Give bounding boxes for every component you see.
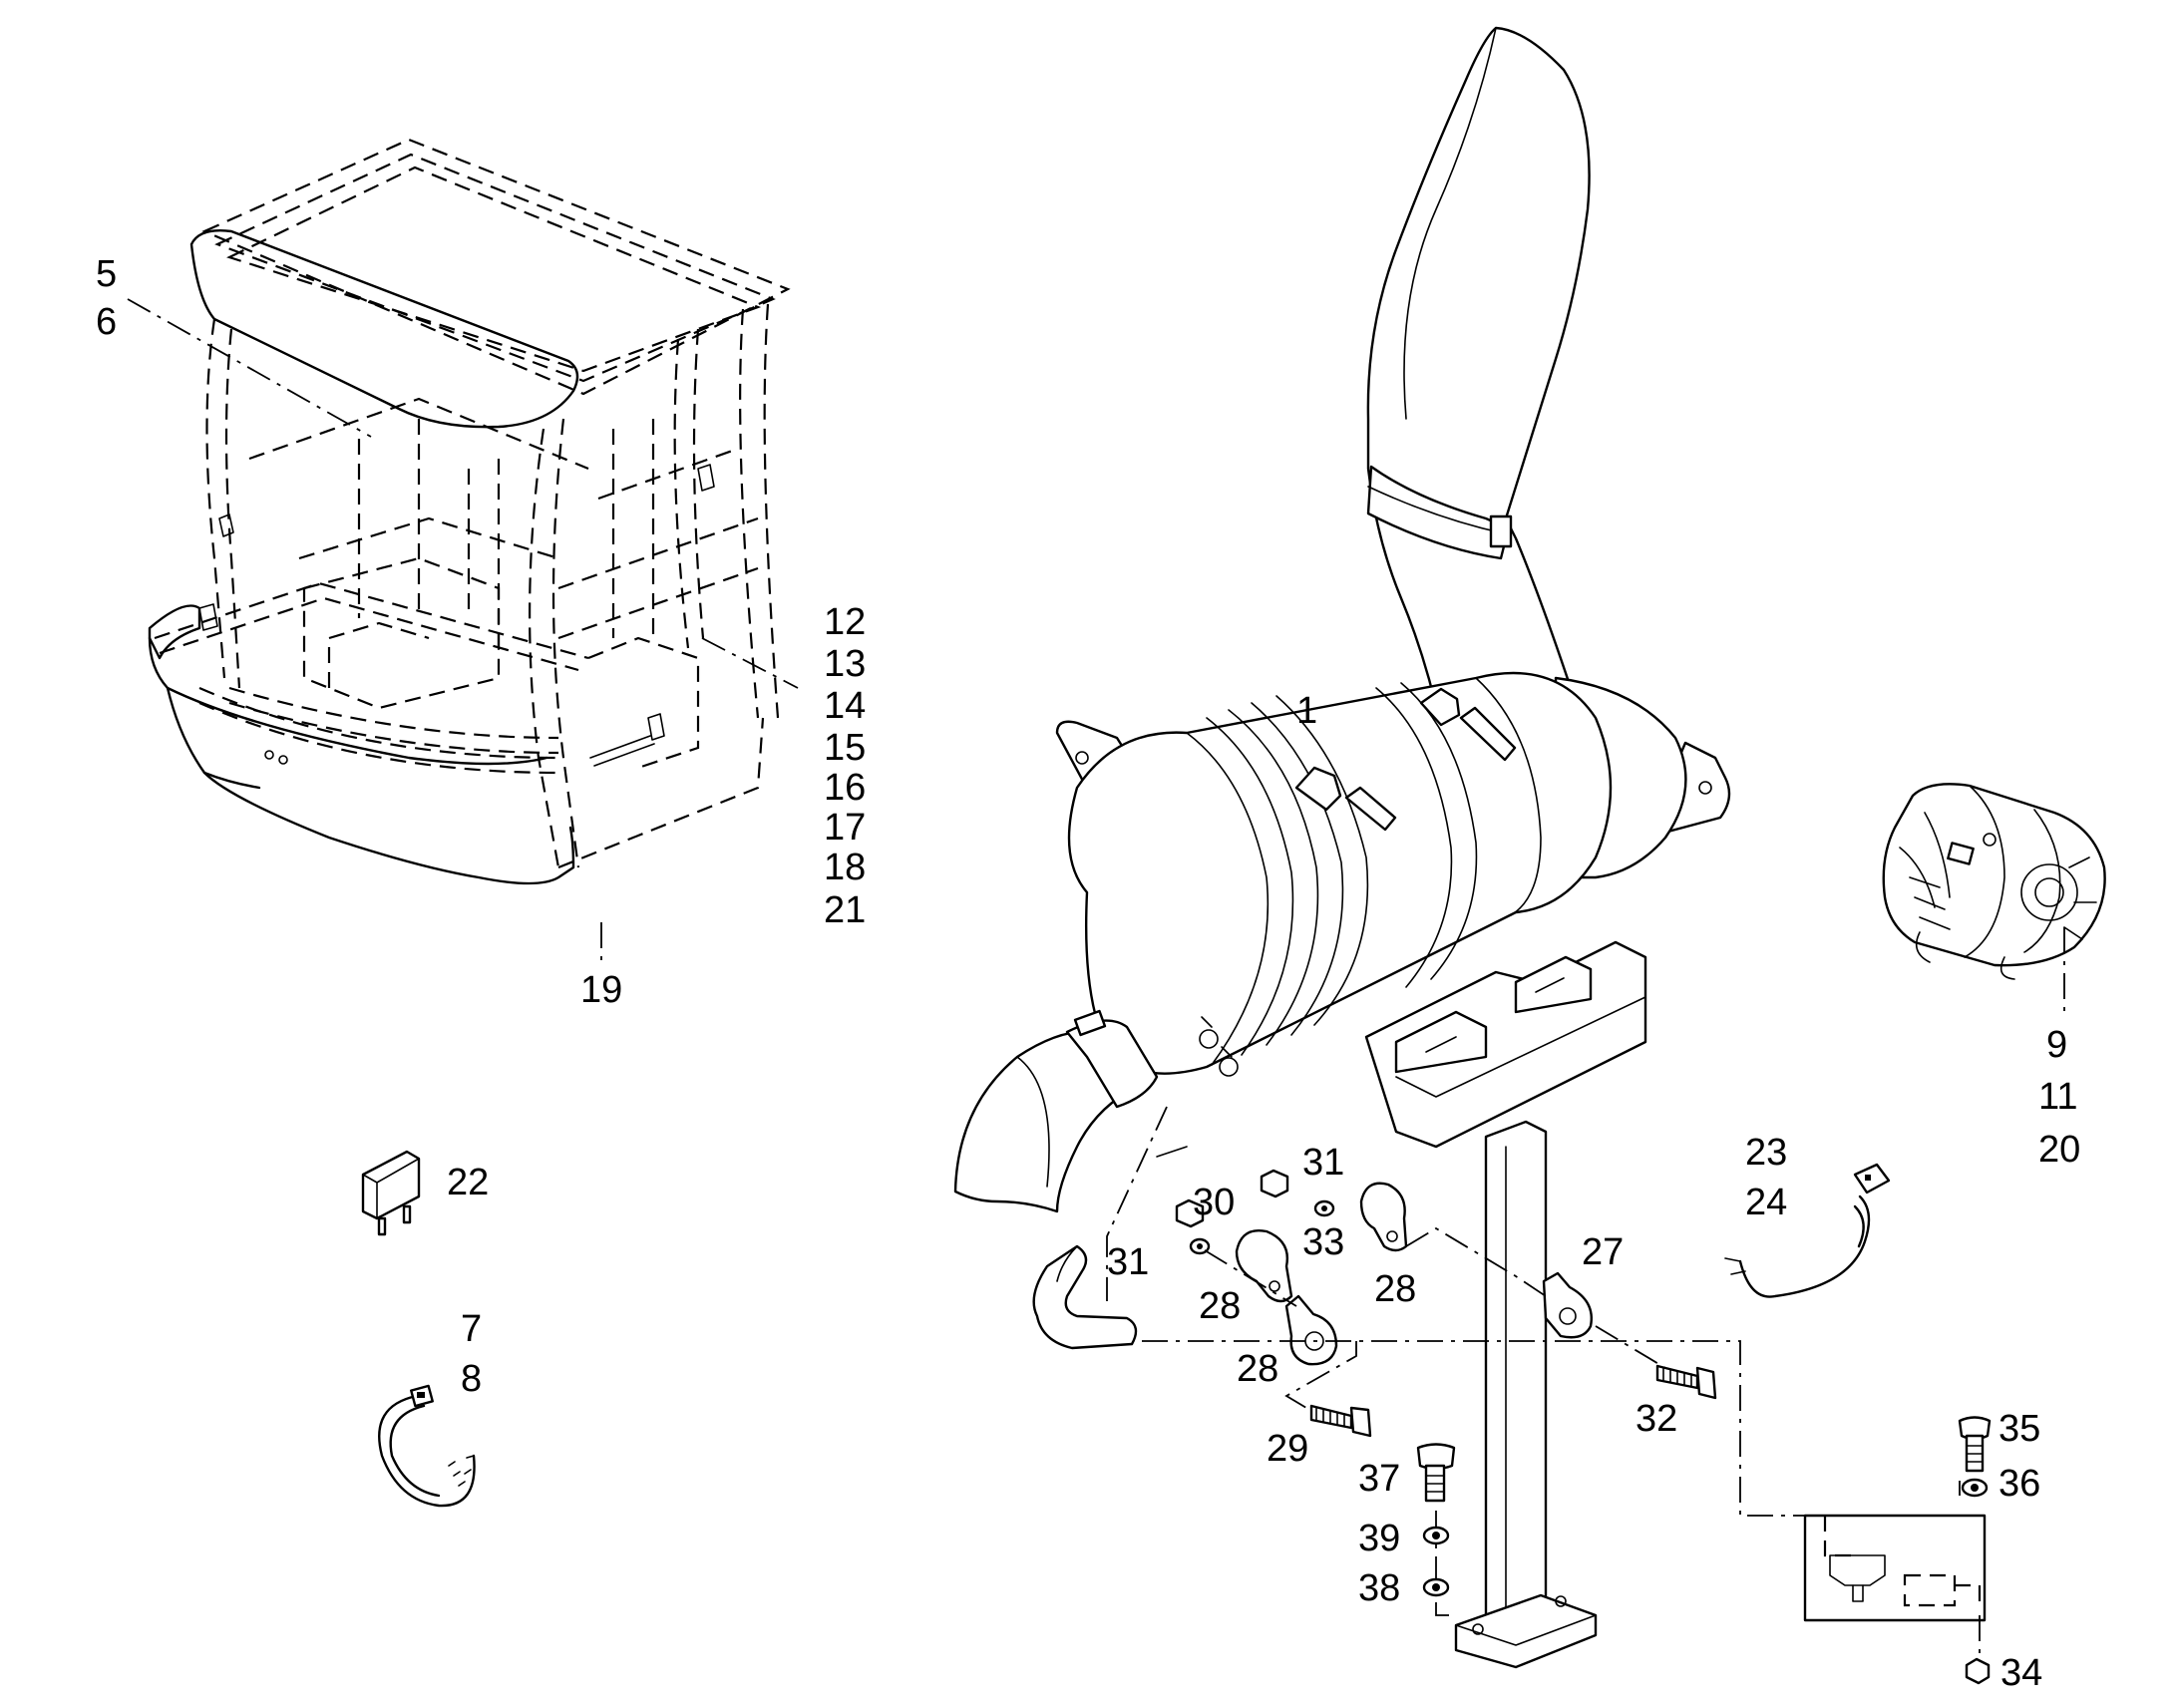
exhaust-aftertreatment <box>953 26 1731 1669</box>
callout-24: 24 <box>1745 1182 1787 1223</box>
callout-28-right: 28 <box>1374 1268 1416 1310</box>
callout-38: 38 <box>1358 1567 1400 1609</box>
callout-28-left: 28 <box>1199 1285 1241 1327</box>
callout-28-lower: 28 <box>1237 1348 1278 1390</box>
cab-outline <box>148 138 791 885</box>
callout-33: 33 <box>1302 1221 1344 1263</box>
callout-12: 12 <box>824 601 866 643</box>
cable-tie <box>378 1384 476 1508</box>
callout-39: 39 <box>1358 1518 1400 1559</box>
callout-7: 7 <box>461 1308 482 1350</box>
callout-17: 17 <box>824 807 866 849</box>
callout-23: 23 <box>1745 1132 1787 1174</box>
callout-labels: 1 5 6 12 13 14 15 16 17 18 21 19 22 7 8 … <box>96 253 2080 1694</box>
callout-22: 22 <box>447 1162 489 1203</box>
callout-27: 27 <box>1582 1231 1624 1273</box>
callout-35: 35 <box>1998 1408 2040 1450</box>
callout-29: 29 <box>1267 1428 1308 1470</box>
callout-5: 5 <box>96 253 117 295</box>
fuse <box>361 1150 421 1236</box>
callout-31-upper: 31 <box>1302 1142 1344 1184</box>
bolt-stack <box>1416 1443 1456 1597</box>
callout-11: 11 <box>2038 1076 2077 1118</box>
callout-6: 6 <box>96 301 117 343</box>
callout-37: 37 <box>1358 1458 1400 1500</box>
hose-and-clamps <box>1032 1106 1981 1655</box>
callout-18: 18 <box>824 847 866 888</box>
callout-13: 13 <box>824 643 866 685</box>
callout-19: 19 <box>580 969 622 1011</box>
harness <box>1724 1163 1891 1298</box>
callout-15: 15 <box>824 727 866 769</box>
cab-leaders <box>127 298 799 967</box>
callout-20: 20 <box>2038 1129 2080 1171</box>
callout-32: 32 <box>1635 1398 1677 1440</box>
callout-31-lower: 31 <box>1107 1241 1149 1283</box>
control-box <box>1803 1416 1992 1685</box>
alternator <box>1882 783 2106 1017</box>
callout-1: 1 <box>1296 690 1317 732</box>
callout-30: 30 <box>1193 1182 1235 1223</box>
callout-8: 8 <box>461 1358 482 1400</box>
callout-9: 9 <box>2046 1024 2067 1066</box>
callout-16: 16 <box>824 767 866 809</box>
callout-21: 21 <box>824 889 866 931</box>
callout-14: 14 <box>824 685 866 727</box>
callout-36: 36 <box>1998 1463 2040 1505</box>
callout-34: 34 <box>2000 1652 2042 1694</box>
